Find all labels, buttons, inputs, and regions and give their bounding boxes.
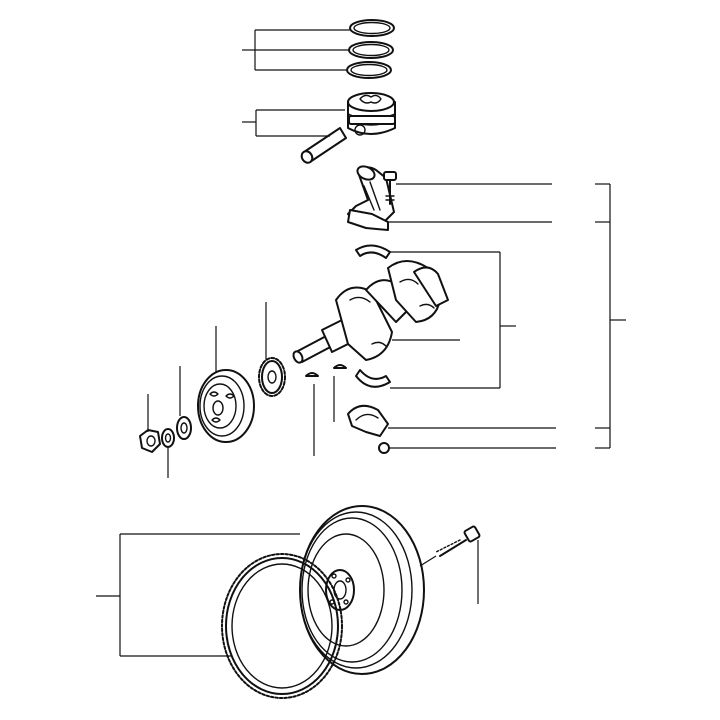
timing-gear [258, 357, 286, 397]
piston-leader [242, 109, 345, 137]
ring-gear [221, 553, 343, 699]
spacer-ring [161, 428, 175, 448]
flywheel [299, 505, 425, 675]
crankshaft [292, 260, 449, 364]
piston-rings-leader [242, 29, 350, 71]
rod-cap-leaders [388, 427, 556, 449]
flywheel-assembly-bracket [96, 533, 300, 657]
piston [347, 92, 396, 136]
rod-cap [347, 404, 389, 437]
woodruff-key-2 [333, 364, 347, 369]
piston-pin [300, 127, 347, 164]
flywheel-bolt [419, 525, 481, 567]
rod-nut [378, 442, 390, 454]
conrod-leaders [388, 183, 552, 223]
bearing-shells-leader [390, 251, 516, 389]
upper-bearing-shell [355, 244, 391, 259]
connecting-rod [347, 165, 395, 231]
woodruff-key-1 [305, 372, 319, 377]
nut [139, 429, 161, 453]
crankshaft-pulley [197, 369, 255, 443]
lower-bearing-shell [355, 369, 391, 388]
conrod-assembly-bracket [595, 183, 626, 449]
woodruff-keys-leaders [313, 376, 335, 456]
piston-rings [346, 19, 395, 79]
washer [176, 416, 192, 440]
connecting-rod-bolt [383, 171, 397, 205]
